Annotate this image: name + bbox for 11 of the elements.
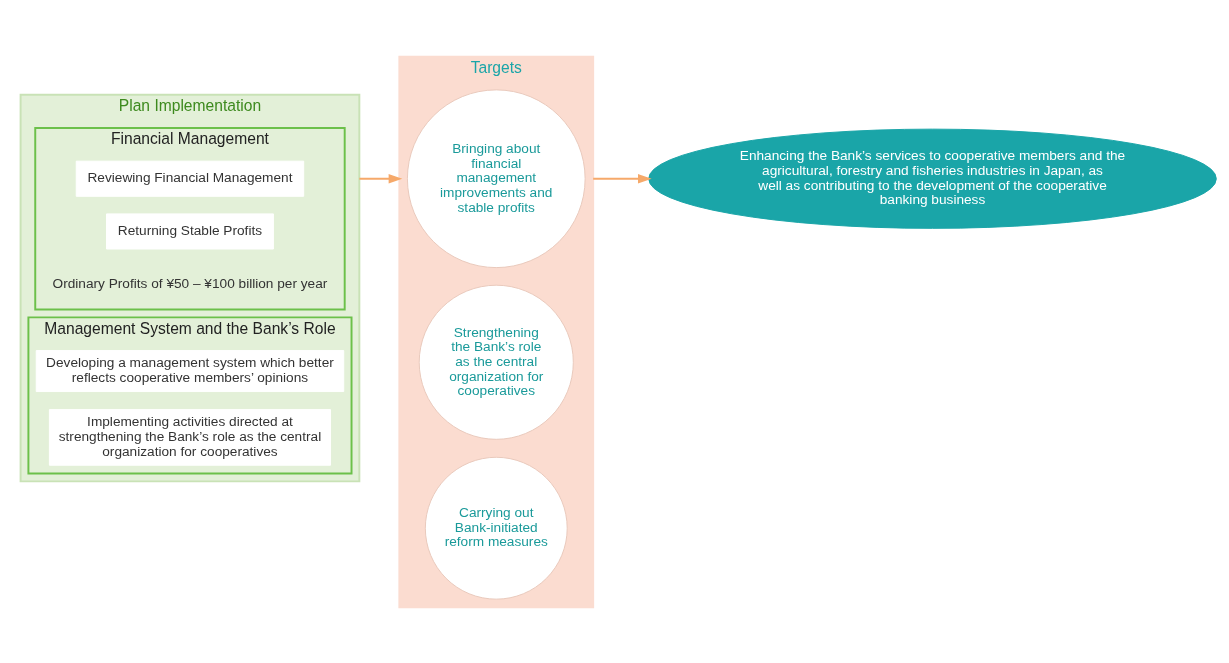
arrow (358, 173, 403, 184)
node-box: Implementing activities directed at strengthening the Bank’s role as the central organization for cooperatives (48, 408, 332, 466)
node-box: Reviewing Financial Management (75, 160, 305, 197)
node-box: Returning Stable Profits (106, 212, 274, 249)
node-ellipse: Enhancing the Bank’s services to cooperative members and the agricultural, forestry and fisheries industries in Japan, as well as contributing to the development of the cooperative banking business (648, 128, 1217, 229)
node-box: Developing a management system which better reflects cooperative members’ opinions (35, 349, 345, 392)
node-circle: Bringing about financial management improvements and stable profits (406, 88, 586, 268)
node-circle: Strengthening the Bank’s role as the central organization for cooperatives (418, 284, 574, 440)
arrow (592, 173, 652, 184)
node-text: Ordinary Profits of ¥50 – ¥100 billion per year (52, 275, 328, 291)
node-circle: Carrying out Bank-initiated reform measures (424, 456, 568, 600)
